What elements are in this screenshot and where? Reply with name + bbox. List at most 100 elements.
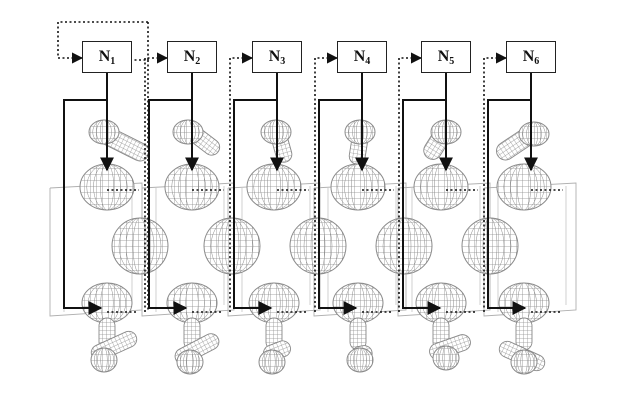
lower-head-1 [90, 347, 118, 373]
lower-head-4-meridian [350, 347, 370, 373]
lower-head-2-shell [176, 349, 204, 375]
node-subscript: 4 [365, 55, 371, 67]
solid-loop-arrow-3 [233, 99, 277, 315]
node-label: N2 [184, 48, 201, 67]
dotted-feed-return-1 [57, 21, 148, 64]
lower-head-5 [432, 345, 460, 371]
solid-loop-arrow-1 [63, 99, 107, 315]
upper-body-3 [246, 163, 302, 211]
node-label: N5 [438, 48, 455, 67]
upper-head-1-shell [88, 119, 120, 145]
node-subscript: 5 [449, 55, 455, 67]
middle-sphere-5 [461, 217, 519, 275]
dotted-feed-arrow-2 [144, 52, 169, 312]
lower-head-5-shell [432, 345, 460, 371]
node-box-2: N2 [167, 41, 217, 73]
lower-head-3-shell [258, 349, 286, 375]
dotted-feed-arrow-4 [314, 52, 339, 312]
upper-body-6-shell [496, 163, 552, 211]
node-box-4: N4 [337, 41, 387, 73]
lower-head-1-shell [90, 347, 118, 373]
node-subscript: 3 [280, 55, 286, 67]
dotted-feed-arrow-5 [398, 52, 423, 312]
lower-body-5 [415, 282, 467, 324]
lower-head-3-meridian [262, 349, 282, 375]
lower-body-4-shell [332, 282, 384, 324]
middle-sphere-2-meridian [210, 217, 254, 275]
solid-loop-arrow-5 [402, 99, 446, 315]
upper-head-4 [344, 119, 376, 145]
upper-head-2 [172, 119, 204, 145]
upper-body-5-shell [413, 163, 469, 211]
lower-head-4 [346, 347, 374, 373]
upper-body-1-shell [79, 163, 135, 211]
lower-head-4-shell [346, 347, 374, 373]
node-label: N1 [99, 48, 116, 67]
upper-head-6-shell [518, 121, 550, 147]
solid-loop-arrow-4 [318, 99, 362, 315]
upper-head-1 [88, 119, 120, 145]
node-subscript: 6 [534, 55, 540, 67]
lower-body-6 [498, 282, 550, 324]
lower-body-3-shell [248, 282, 300, 324]
middle-sphere-1-shell [111, 217, 169, 275]
upper-head-4-meridian [348, 119, 372, 145]
node-box-5: N5 [421, 41, 471, 73]
upper-body-2-shell [164, 163, 220, 211]
upper-body-2 [164, 163, 220, 211]
upper-body-1 [79, 163, 135, 211]
middle-sphere-2-shell [203, 217, 261, 275]
node-box-6: N6 [506, 41, 556, 73]
lower-body-5-shell [415, 282, 467, 324]
middle-sphere-5-shell [461, 217, 519, 275]
upper-body-5 [413, 163, 469, 211]
lower-head-1-meridian [94, 347, 114, 373]
node-letter: N [183, 47, 196, 65]
lower-head-6-meridian [514, 349, 534, 375]
node-subscript: 1 [110, 55, 116, 67]
node-letter: N [522, 47, 535, 65]
node-box-3: N3 [252, 41, 302, 73]
node-label: N6 [523, 48, 540, 67]
middle-sphere-1-meridian [118, 217, 162, 275]
middle-sphere-1 [111, 217, 169, 275]
node-box-1: N1 [82, 41, 132, 73]
upper-head-1-meridian [92, 119, 116, 145]
node-label: N3 [269, 48, 286, 67]
lower-head-5-meridian [436, 345, 456, 371]
node-subscript: 2 [195, 55, 201, 67]
lower-body-1 [81, 282, 133, 324]
middle-sphere-2 [203, 217, 261, 275]
upper-body-4-shell [330, 163, 386, 211]
middle-sphere-5-meridian [468, 217, 512, 275]
lower-body-2 [166, 282, 218, 324]
node-letter: N [437, 47, 450, 65]
upper-head-6 [518, 121, 550, 147]
lower-body-6-shell [498, 282, 550, 324]
lower-head-3 [258, 349, 286, 375]
lower-head-2 [176, 349, 204, 375]
lower-body-2-shell [166, 282, 218, 324]
communication-arrows [57, 21, 563, 315]
upper-body-3-shell [246, 163, 302, 211]
upper-head-4-shell [344, 119, 376, 145]
lower-head-2-meridian [180, 349, 200, 375]
lower-body-3 [248, 282, 300, 324]
upper-body-4 [330, 163, 386, 211]
node-letter: N [98, 47, 111, 65]
dotted-feed-arrow-6 [483, 52, 508, 312]
solid-loop-arrow-6 [487, 99, 531, 315]
node-letter: N [268, 47, 281, 65]
upper-head-6-meridian [522, 121, 546, 147]
node-letter: N [353, 47, 366, 65]
lower-head-6-shell [510, 349, 538, 375]
lower-body-4 [332, 282, 384, 324]
solid-loop-arrow-2 [148, 99, 192, 315]
node-label: N4 [354, 48, 371, 67]
upper-head-2-meridian [176, 119, 200, 145]
lower-head-6 [510, 349, 538, 375]
upper-head-2-shell [172, 119, 204, 145]
lower-body-1-shell [81, 282, 133, 324]
dotted-feed-arrow-3 [229, 52, 254, 312]
